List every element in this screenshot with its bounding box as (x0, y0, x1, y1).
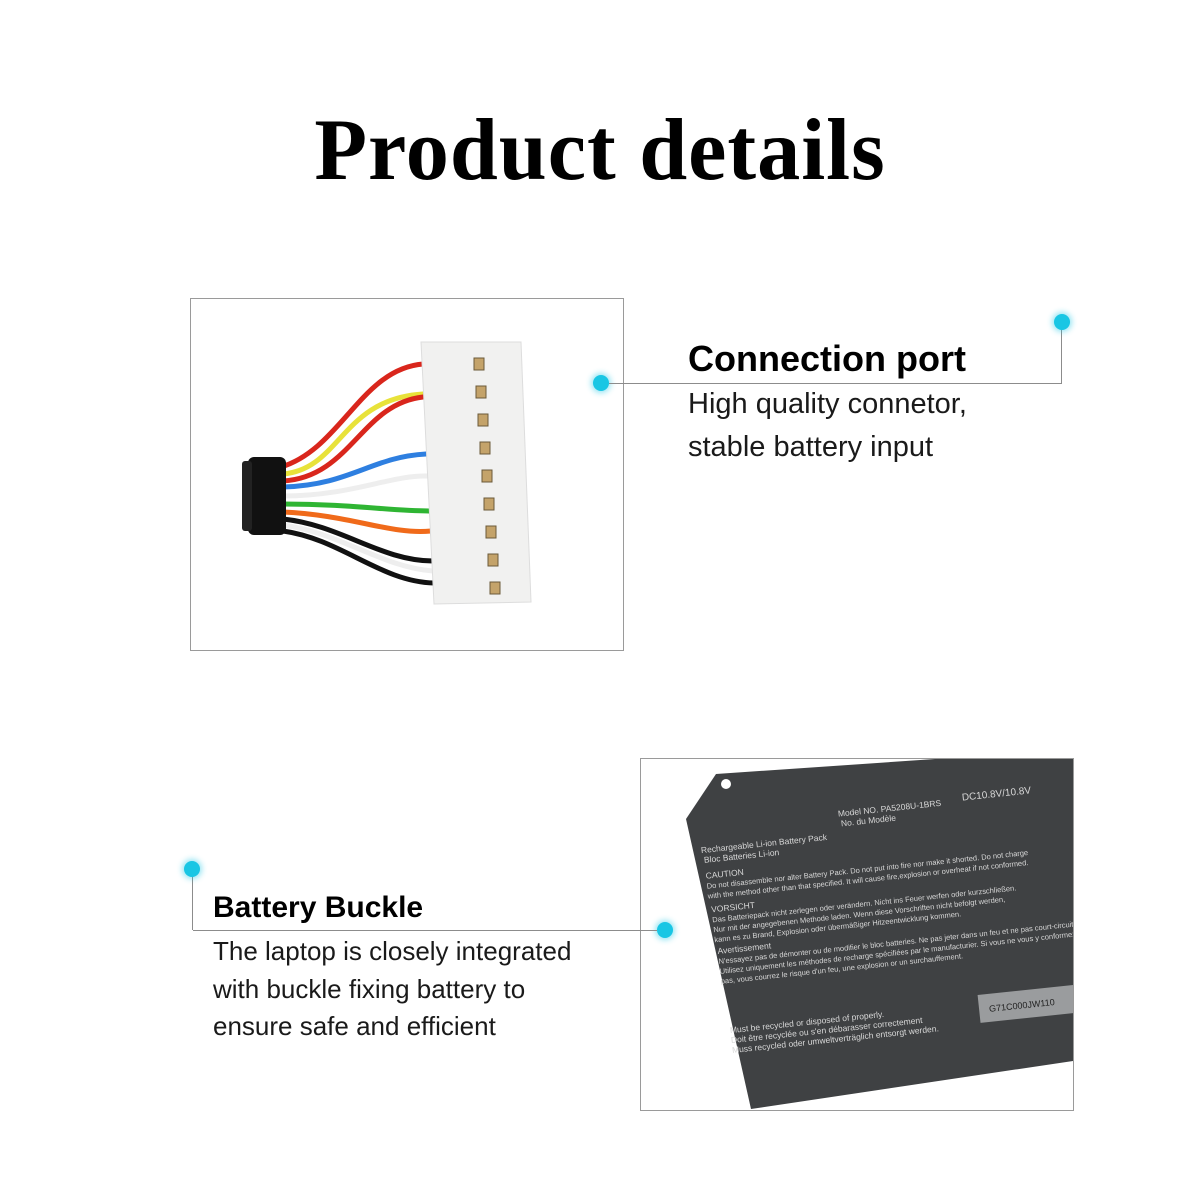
feature-desc-line: High quality connetor, (688, 388, 967, 420)
battery-callout-line (193, 930, 657, 931)
battery-callout-line-vertical (192, 872, 193, 930)
connector-callout-end-dot (1054, 314, 1070, 330)
battery-callout-dot (657, 922, 673, 938)
connector-callout-line-vertical (1061, 324, 1062, 384)
battery-image: Rechargeable Li-ion Battery Pack Bloc Ba… (640, 758, 1074, 1111)
feature-desc-line: with buckle fixing battery to (213, 974, 526, 1004)
feature-desc-line: ensure safe and efficient (213, 1011, 496, 1041)
feature-desc-line: The laptop is closely integrated (213, 936, 572, 966)
feature-heading-battery-buckle: Battery Buckle (213, 891, 424, 924)
svg-text:CAUTION: CAUTION (705, 867, 744, 881)
connector-callout-dot (593, 375, 609, 391)
svg-text:VORSICHT: VORSICHT (711, 900, 756, 915)
connector-image (190, 298, 624, 651)
connector-callout-line (609, 383, 1062, 384)
battery-callout-end-dot (184, 861, 200, 877)
page-title: Product details (314, 102, 886, 199)
feature-desc-line: stable battery input (688, 431, 934, 463)
feature-heading-connection-port: Connection port (688, 338, 966, 379)
